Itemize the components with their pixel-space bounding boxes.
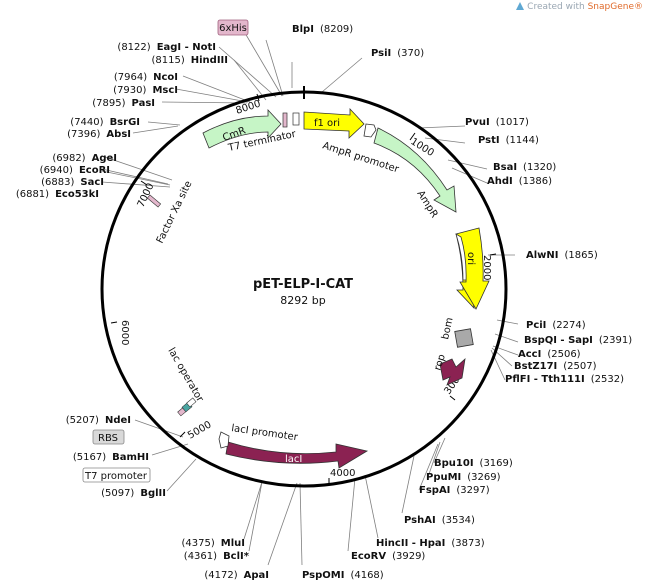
rbs-label: RBS [98, 433, 118, 444]
site-agei: (6982)AgeI [52, 153, 117, 164]
ampr-promoter-feature-arrow [363, 123, 377, 138]
laci-label: lacI [285, 454, 302, 465]
site-bcli: (4361)BclI* [184, 551, 250, 562]
site-apai: (4172)ApaI [204, 570, 269, 581]
ampr-feature-arrow [373, 127, 457, 213]
plasmid-size: 8292 bp [280, 294, 325, 307]
site-msci: (7930)MscI [113, 85, 178, 96]
bom-feature [454, 328, 474, 348]
bom-label: bom [440, 317, 455, 341]
site-mlui: (4375)MluI [182, 538, 245, 549]
ori-label: ori [465, 252, 476, 265]
site-eagi-noti: (8122)EagI - NotI [117, 42, 216, 53]
site-bsrgi: (7440)BsrGI [70, 117, 140, 128]
t7-promoter-feature [186, 397, 197, 408]
site-bamhi: (5167)BamHI [73, 452, 149, 463]
f1-ori-label: f1 ori [314, 118, 340, 129]
site-ecori: (6940)EcoRI [40, 165, 110, 176]
plasmid-name: pET-ELP-I-CAT [253, 277, 353, 292]
factor-xa-feature [146, 194, 162, 208]
rop-label: rop [432, 353, 448, 372]
site-bstz17i: BstZ17I(2507) [514, 361, 597, 372]
site-pspomi: PspOMI(4168) [302, 570, 384, 581]
tick-marks [110, 93, 497, 484]
site-bpu10i: Bpu10I(3169) [434, 458, 513, 469]
lac-operator-label: lac operator [165, 346, 205, 405]
site-alwni: AlwNI(1865) [526, 250, 598, 261]
watermark-prefix: Created with [527, 2, 588, 12]
site-pasi: (7895)PasI [92, 98, 155, 109]
t7-promoter-label: T7 promoter [84, 471, 148, 482]
site-psti: PstI(1144) [478, 135, 539, 146]
site-pvui: PvuI(1017) [465, 117, 529, 128]
site-pshai: PshAI(3534) [404, 515, 475, 526]
snapgene-logo-icon [516, 2, 525, 10]
tick-label-6000: 6000 [119, 320, 130, 345]
site-ecorv: EcoRV(3929) [351, 551, 425, 562]
site-absi: (7396)AbsI [67, 129, 131, 140]
site-hindiii: (8115)HindIII [151, 55, 228, 66]
watermark-brand: SnapGene® [587, 2, 643, 12]
tick-label-4000: 4000 [330, 468, 355, 479]
site-acci: AccI(2506) [518, 349, 581, 360]
site-pcii: PciI(2274) [526, 320, 586, 331]
site-ncoi: (7964)NcoI [114, 72, 178, 83]
site-ppumi: PpuMI(3269) [426, 472, 501, 483]
site-ahdi: AhdI(1386) [487, 176, 552, 187]
tick-label-2000: 2000 [481, 255, 492, 280]
f1-ori-feature-arrow [303, 107, 365, 139]
site-fspai: FspAI(3297) [419, 485, 490, 496]
leader-lines [101, 32, 519, 566]
t7-terminator-feature [292, 112, 300, 126]
rbs-label-box [92, 429, 125, 445]
site-bspqi-sapi: BspQI - SapI(2391) [524, 335, 632, 346]
cmr-feature-arrow [202, 108, 282, 149]
his-tag-label: 6xHis [219, 23, 247, 34]
rop-feature-arrow [439, 357, 466, 386]
factor-xa-label: Factor Xa site [155, 179, 195, 245]
his-tag-label-box [217, 19, 249, 36]
site-pflfi-tth111i: PflFI - Tth111I(2532) [505, 374, 624, 385]
site-blpi: BlpI(8209) [292, 24, 353, 35]
site-eco53ki: (6881)Eco53kI [16, 189, 99, 200]
tick-label-5000: 5000 [186, 419, 214, 441]
his-tag-feature [282, 112, 288, 128]
laci-promoter-label: lacI promoter [231, 423, 300, 443]
laci-feature-arrow [225, 441, 369, 469]
t7-promoter-label-box [82, 467, 151, 483]
laci-promoter-feature-arrow [218, 431, 230, 449]
site-psii: PsiI(370) [371, 48, 424, 59]
site-bsai: BsaI(1320) [493, 162, 556, 173]
tick-label-7000: 7000 [136, 182, 157, 210]
site-hincii-hpai: HincII - HpaI(3873) [376, 538, 485, 549]
site-bglii: (5097)BglII [101, 488, 166, 499]
snapgene-watermark: Created with SnapGene® [516, 2, 643, 12]
site-saci: (6883)SacI [41, 177, 104, 188]
site-ndei: (5207)NdeI [66, 415, 131, 426]
ampr-label: AmpR [414, 189, 439, 220]
ori-feature-arrow-body [454, 227, 490, 310]
